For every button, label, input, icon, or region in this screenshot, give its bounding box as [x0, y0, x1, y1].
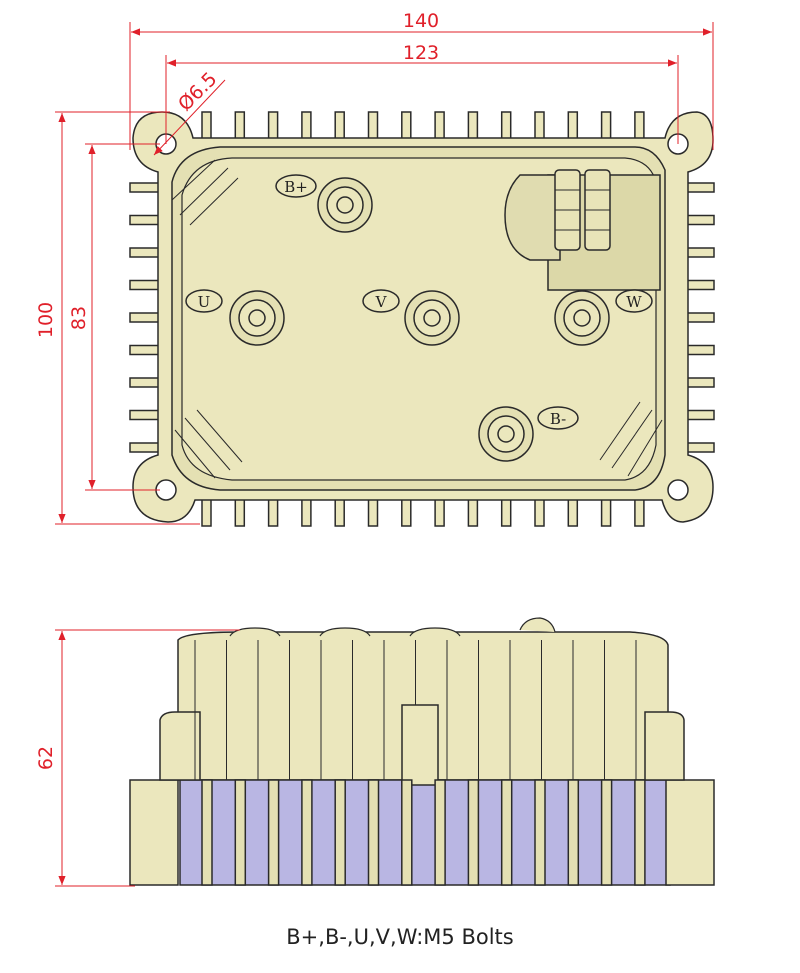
- label-oval-b-plus: [275, 174, 317, 198]
- terminal-v-bolt: [404, 290, 460, 346]
- caption: B+,B-,U,V,W:M5 Bolts: [286, 925, 514, 949]
- dim-label-62: 62: [35, 746, 57, 770]
- side-top-bumps: [229, 617, 556, 637]
- mount-hole-br: [667, 479, 689, 501]
- side-fin: [201, 779, 213, 886]
- side-fin: [401, 779, 413, 886]
- terminal-label-b-minus: B-: [550, 410, 566, 428]
- fin-left: [129, 344, 163, 356]
- dim-label-123: 123: [403, 42, 439, 64]
- label-oval-u: [185, 289, 223, 313]
- terminal-w-bolt: [554, 290, 610, 346]
- side-fin: [600, 779, 613, 886]
- terminal-label-b-plus: B+: [284, 178, 308, 196]
- fin-left: [129, 279, 163, 291]
- fin-left: [129, 312, 163, 323]
- top-view: [129, 111, 715, 527]
- fins-left: [129, 182, 163, 453]
- cable-gland: [504, 169, 661, 291]
- label-oval-w: [615, 289, 653, 313]
- fin-left: [129, 377, 163, 388]
- fin-left: [129, 214, 163, 226]
- side-fins: [201, 779, 646, 886]
- side-boss-right: [644, 711, 685, 781]
- side-fin: [467, 779, 480, 886]
- side-vertical-lines: [194, 640, 637, 780]
- side-fin: [500, 779, 513, 886]
- terminal-b-minus-bolt: [478, 406, 534, 462]
- side-fin: [267, 779, 280, 886]
- side-fin: [534, 779, 546, 886]
- side-boss-left: [159, 711, 201, 781]
- terminal-labels: B+ U V W B-: [198, 178, 643, 428]
- dimensions: [55, 22, 714, 887]
- dim-label-140: 140: [403, 10, 439, 32]
- terminal-label-v: V: [375, 293, 388, 311]
- fin-left: [129, 247, 163, 258]
- fin-left: [129, 182, 163, 193]
- side-fin: [334, 779, 346, 886]
- side-view: [129, 617, 715, 886]
- side-fin: [634, 779, 646, 886]
- side-center-boss: [401, 704, 439, 786]
- terminal-label-u: U: [198, 293, 211, 311]
- dim-label-100: 100: [35, 302, 57, 338]
- side-housing-base-shadow: [179, 779, 671, 886]
- terminal-label-w: W: [626, 293, 642, 311]
- side-fin: [301, 779, 313, 886]
- side-fin: [434, 779, 446, 886]
- side-mount-plate-left: [129, 779, 179, 886]
- dim-label-83: 83: [68, 306, 90, 330]
- side-fin: [234, 779, 247, 886]
- side-fin: [367, 779, 380, 886]
- terminal-b-plus-bolt: [317, 177, 373, 233]
- fins-top: [201, 111, 645, 143]
- corner-bevel-br: [599, 401, 663, 477]
- label-oval-b-minus: [537, 406, 579, 430]
- corner-bevel-tl: [171, 159, 239, 226]
- side-fin: [567, 779, 580, 886]
- side-mount-plate-right: [665, 779, 715, 886]
- terminal-u-bolt: [229, 290, 285, 346]
- fin-left: [129, 442, 163, 453]
- label-oval-v: [362, 289, 400, 313]
- corner-bevel-bl: [174, 409, 243, 479]
- fin-left: [129, 409, 163, 421]
